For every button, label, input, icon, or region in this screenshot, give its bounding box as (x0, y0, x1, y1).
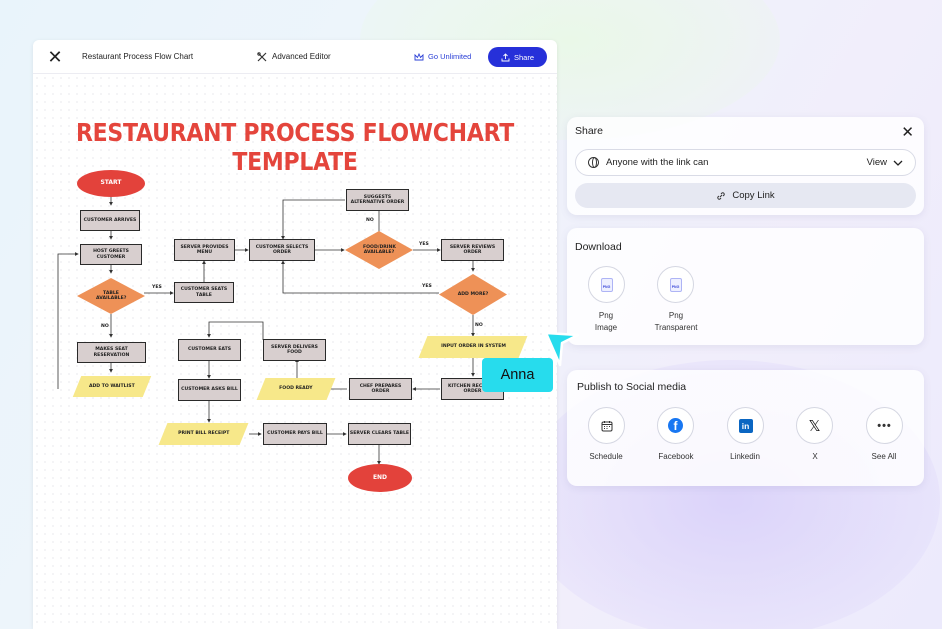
chef-prepares-node[interactable]: CHEF PREPARES ORDER (349, 378, 412, 400)
table-available-label: TABLE AVAILABLE? (96, 290, 127, 301)
flowchart-title: RESTAURANT PROCESS FLOWCHART TEMPLATE (75, 118, 515, 176)
host-greets-node[interactable]: HOST GREETS CUSTOMER (80, 244, 142, 265)
link-access-dropdown[interactable]: Anyone with the link can View (575, 149, 916, 176)
document-title: Restaurant Process Flow Chart (82, 52, 194, 61)
go-unlimited-label: Go Unlimited (428, 52, 472, 61)
customer-arrives-node[interactable]: CUSTOMER ARRIVES (80, 210, 140, 231)
png-file-icon: PNG (669, 277, 682, 292)
no-label: NO (366, 218, 374, 223)
png-file-icon: PNG (600, 277, 613, 292)
calendar-icon (601, 420, 612, 431)
download-panel: Download PNG Png Image PNG Png Transpare… (567, 228, 924, 345)
png-transparent-button[interactable]: PNG (657, 266, 694, 303)
linkedin-label: Linkedin (730, 452, 760, 461)
facebook-icon: f (668, 418, 683, 433)
customer-asks-bill-node[interactable]: CUSTOMER ASKS BILL (178, 379, 241, 401)
upload-icon (501, 52, 510, 61)
input-order-node[interactable]: INPUT ORDER IN SYSTEM (418, 336, 528, 358)
yes-label: YES (419, 242, 429, 247)
print-bill-node[interactable]: PRINT BILL RECEIPT (158, 423, 249, 445)
cursor-pointer-icon (544, 331, 580, 367)
linkedin-button[interactable]: in (727, 407, 764, 444)
close-icon[interactable]: ✕ (901, 124, 914, 141)
schedule-button[interactable] (588, 407, 625, 444)
server-reviews-order-node[interactable]: SERVER REVIEWS ORDER (441, 239, 504, 261)
facebook-label: Facebook (658, 452, 694, 461)
globe-icon (588, 157, 599, 168)
advanced-editor-label: Advanced Editor (272, 52, 331, 61)
server-provides-menu-node[interactable]: SERVER PROVIDES MENU (174, 239, 235, 261)
start-node[interactable]: START (77, 170, 145, 197)
no-label: NO (475, 323, 483, 328)
editor-toolbar: ✕ Restaurant Process Flow Chart Advanced… (33, 40, 557, 74)
customer-eats-node[interactable]: CUSTOMER EATS (178, 339, 241, 361)
chevron-down-icon (893, 160, 903, 166)
add-to-waitlist-node[interactable]: ADD TO WAITLIST (72, 376, 152, 397)
png-transparent-caption: Png Transparent (654, 311, 698, 332)
food-ready-node[interactable]: FOOD READY (256, 378, 336, 400)
no-label: NO (101, 324, 109, 329)
link-access-label: Anyone with the link can (606, 157, 709, 168)
yes-label: YES (152, 285, 162, 290)
download-panel-title: Download (575, 241, 622, 253)
share-button-label: Share (513, 52, 534, 62)
share-panel: Share ✕ Anyone with the link can View Co… (567, 117, 924, 215)
see-all-button[interactable]: ••• (866, 407, 903, 444)
add-more-decision[interactable]: ADD MORE? (439, 274, 507, 315)
makes-reservation-node[interactable]: MAKES SEAT RESERVATION (77, 342, 146, 363)
x-icon: 𝕏 (808, 416, 821, 435)
png-image-button[interactable]: PNG (588, 266, 625, 303)
food-drink-label: FOOD/DRINK AVAILABLE? (363, 244, 396, 255)
table-available-decision[interactable]: TABLE AVAILABLE? (77, 278, 145, 314)
copy-link-label: Copy Link (732, 190, 775, 201)
customer-pays-node[interactable]: CUSTOMER PAYS BILL (263, 423, 327, 445)
social-panel: Publish to Social media Schedule f Faceb… (567, 370, 924, 486)
add-more-label: ADD MORE? (457, 291, 489, 297)
facebook-button[interactable]: f (657, 407, 694, 444)
linkedin-icon: in (738, 418, 753, 433)
end-node[interactable]: END (348, 464, 412, 492)
permission-value: View (866, 157, 887, 168)
suggests-alternative-node[interactable]: SUGGESTS ALTERNATIVE ORDER (346, 189, 409, 211)
schedule-label: Schedule (589, 452, 623, 461)
go-unlimited-button[interactable]: Go Unlimited (414, 52, 471, 61)
flowchart-canvas[interactable]: RESTAURANT PROCESS FLOWCHART TEMPLATE ST… (33, 74, 557, 629)
permission-select[interactable]: View (867, 157, 903, 168)
share-button[interactable]: Share (488, 47, 547, 67)
customer-selects-order-node[interactable]: CUSTOMER SELECTS ORDER (249, 239, 315, 261)
see-all-label: See All (871, 452, 897, 461)
png-image-caption: Png Image (594, 311, 618, 332)
advanced-editor-button[interactable]: Advanced Editor (257, 51, 331, 62)
share-panel-title: Share (575, 125, 604, 137)
x-button[interactable]: 𝕏 (796, 407, 833, 444)
copy-link-button[interactable]: Copy Link (575, 183, 916, 208)
close-icon[interactable]: ✕ (47, 46, 63, 67)
collaborator-name-tag: Anna (482, 358, 553, 392)
social-panel-title: Publish to Social media (577, 381, 687, 393)
server-clears-node[interactable]: SERVER CLEARS TABLE (348, 423, 411, 445)
x-label: X (812, 452, 818, 461)
more-icon: ••• (877, 419, 892, 432)
link-icon (717, 191, 726, 200)
flowchart-connectors (57, 197, 475, 465)
customer-seats-table-node[interactable]: CUSTOMER SEATS TABLE (174, 282, 234, 303)
food-drink-available-decision[interactable]: FOOD/DRINK AVAILABLE? (345, 231, 413, 269)
server-delivers-node[interactable]: SERVER DELIVERS FOOD (263, 339, 326, 361)
crown-icon (414, 52, 424, 60)
editor-window: ✕ Restaurant Process Flow Chart Advanced… (33, 40, 557, 629)
yes-label: YES (422, 284, 432, 289)
tools-icon (257, 51, 267, 61)
